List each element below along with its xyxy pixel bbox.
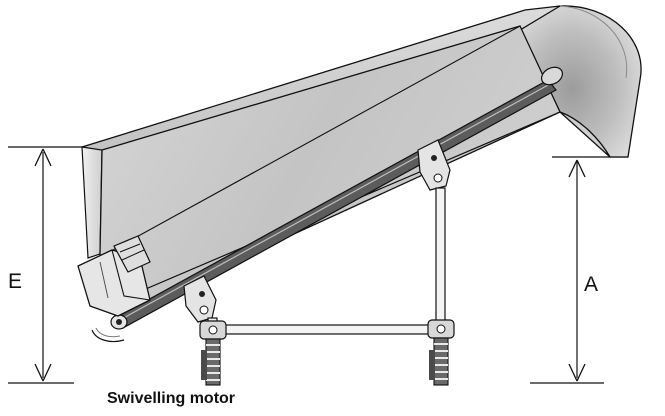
rear-clamp	[427, 319, 455, 339]
dimension-a-arrow-up	[568, 159, 586, 178]
dimension-e	[8, 146, 82, 384]
guide-rail	[91, 66, 564, 343]
support-frame	[199, 187, 455, 386]
swivelling-motor	[77, 235, 151, 317]
dimension-a-label: A	[584, 273, 599, 296]
front-clamp	[199, 320, 227, 340]
front-leg	[201, 338, 221, 386]
dimension-e-arrow-up	[34, 148, 52, 167]
front-panel	[81, 146, 103, 259]
rear-bracket	[417, 139, 451, 191]
cross-bar	[213, 324, 443, 335]
rear-leg	[429, 337, 449, 386]
dimension-a	[530, 156, 628, 384]
dimension-e-arrow-down	[34, 363, 52, 382]
swivelling-motor-caption: Swivelling motor	[107, 390, 236, 407]
dimension-a-arrow-down	[568, 363, 586, 382]
rear-post	[435, 187, 446, 329]
dimension-e-label: E	[8, 270, 23, 293]
